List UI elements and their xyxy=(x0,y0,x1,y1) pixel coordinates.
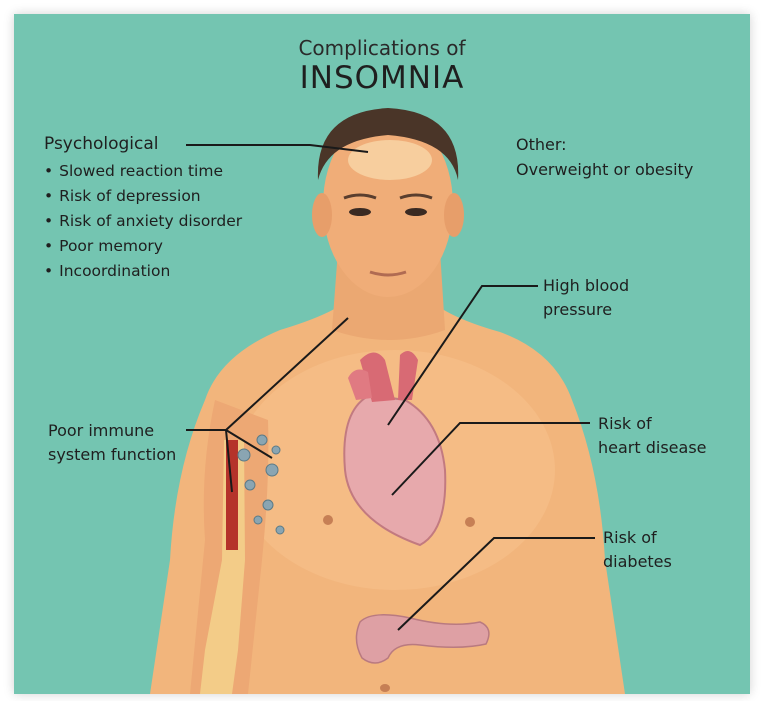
psychological-list: Slowed reaction time Risk of depression … xyxy=(44,159,242,284)
list-item: Risk of depression xyxy=(44,184,242,209)
list-item: Incoordination xyxy=(44,259,242,284)
left-nipple xyxy=(323,515,333,525)
brain-glow xyxy=(348,140,432,180)
high-blood-pressure-line2: pressure xyxy=(543,297,612,322)
diabetes-line1: Risk of xyxy=(603,525,657,550)
immune-line2: system function xyxy=(48,442,176,467)
high-blood-pressure-line1: High blood xyxy=(543,273,629,298)
list-item: Poor memory xyxy=(44,234,242,259)
heart-disease-line2: heart disease xyxy=(598,435,707,460)
diabetes-line2: diabetes xyxy=(603,549,672,574)
right-nipple xyxy=(465,517,475,527)
heart-disease-line1: Risk of xyxy=(598,411,652,436)
right-ear xyxy=(444,193,464,237)
immune-line1: Poor immune xyxy=(48,418,154,443)
title-line1: Complications of xyxy=(0,36,764,60)
left-ear xyxy=(312,193,332,237)
right-eye xyxy=(405,208,427,216)
list-item: Slowed reaction time xyxy=(44,159,242,184)
list-item: Risk of anxiety disorder xyxy=(44,209,242,234)
other-heading: Other: xyxy=(516,132,567,157)
other-item: Overweight or obesity xyxy=(516,157,693,182)
navel xyxy=(380,684,390,692)
left-eye xyxy=(349,208,371,216)
title-line2: INSOMNIA xyxy=(0,60,764,96)
psychological-heading: Psychological xyxy=(44,132,159,157)
